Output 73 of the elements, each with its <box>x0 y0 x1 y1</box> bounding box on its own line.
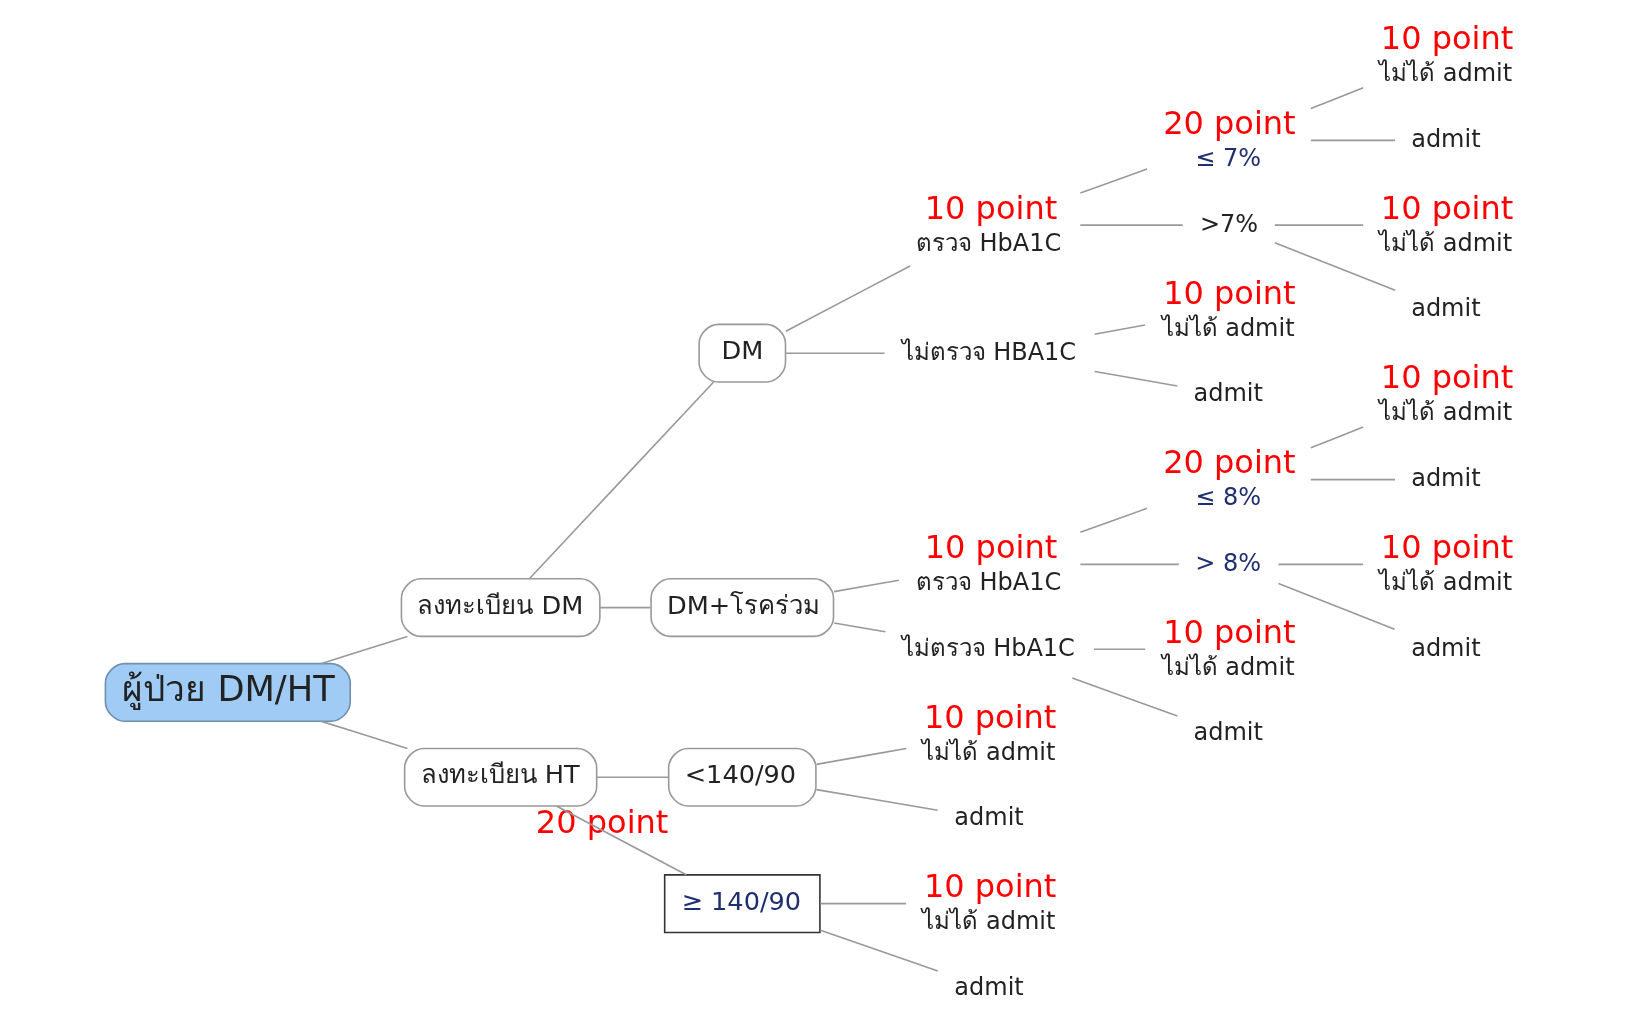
connector <box>1093 370 1178 387</box>
node-text: admit <box>1410 294 1481 323</box>
node-text: admit <box>1193 379 1263 408</box>
connector <box>598 606 651 609</box>
connector <box>1070 677 1178 717</box>
node-text: admit <box>1410 464 1481 492</box>
node-label: 10 point <box>924 528 1057 567</box>
connector <box>1093 324 1146 336</box>
connector <box>832 579 900 593</box>
connector <box>320 635 408 665</box>
node-label: 10 point <box>923 697 1056 736</box>
node-box: DM+โรคร่วม <box>649 578 834 638</box>
node-text: ไม่ได้ admit <box>1378 568 1512 597</box>
connector <box>1277 582 1395 631</box>
node-label: 10 point <box>1380 188 1513 227</box>
node-text: admit <box>1193 718 1263 747</box>
connector <box>784 265 911 332</box>
node-text: admit <box>1410 633 1481 662</box>
connector <box>555 805 687 876</box>
connector <box>815 747 907 766</box>
node-text: ไม่ได้ admit <box>921 907 1055 936</box>
node-text: ไม่ได้ admit <box>1378 228 1512 257</box>
node-box: ผู้ป่วย DM/HT <box>104 662 351 723</box>
node-text: ตรวจ HbA1C <box>915 568 1061 597</box>
node-box: ลงทะเบียน HT <box>403 747 597 807</box>
connector <box>819 902 907 905</box>
connector <box>595 776 669 779</box>
node-text: ไม่ได้ admit <box>1378 398 1512 427</box>
node-label: 20 point <box>1162 443 1296 482</box>
connector <box>784 352 885 354</box>
node-text: > 8% <box>1194 548 1261 577</box>
node-text: ≤ 7% <box>1194 143 1261 172</box>
node-text: ≤ 8% <box>1194 483 1261 512</box>
connector <box>1079 168 1148 194</box>
node-text: admit <box>953 803 1024 832</box>
connector <box>1309 478 1396 481</box>
connector <box>528 381 714 580</box>
node-text: ไม่ได้ admit <box>921 737 1055 766</box>
connector <box>1273 241 1396 292</box>
connector <box>832 622 886 633</box>
node-box: DM <box>697 323 786 383</box>
node-label: 10 point <box>923 867 1056 906</box>
node-label: 10 point <box>1162 273 1296 312</box>
node-text: admit <box>953 972 1024 1001</box>
connector <box>320 720 408 750</box>
connector <box>1273 224 1364 226</box>
node-text: ไม่ตรวจ HbA1C <box>901 633 1075 662</box>
connector <box>1277 563 1364 566</box>
connector <box>1079 507 1148 534</box>
connector <box>1079 224 1184 226</box>
node-text: ไม่ได้ admit <box>1161 652 1295 681</box>
connector <box>1079 563 1180 566</box>
connector <box>819 929 939 972</box>
node-label: 10 point <box>1380 19 1513 58</box>
connector <box>1309 139 1396 142</box>
node-label: 10 point <box>924 188 1057 227</box>
node-box: ลงทะเบียน DM <box>400 578 601 638</box>
node-box: <140/90 <box>667 747 817 807</box>
connector <box>1309 426 1364 449</box>
node-box: ≥ 140/90 <box>663 874 821 934</box>
node-text: ตรวจ HbA1C <box>915 228 1061 257</box>
connector <box>1092 648 1146 650</box>
node-text: admit <box>1410 124 1481 153</box>
node-label: 20 point <box>1162 103 1296 142</box>
node-text: ไม่ได้ admit <box>1161 313 1295 342</box>
node-text: ไม่ได้ admit <box>1378 59 1512 88</box>
node-label: 10 point <box>1380 358 1513 397</box>
connector <box>1309 87 1364 110</box>
node-text: ไม่ตรวจ HBA1C <box>901 337 1076 366</box>
node-label: 10 point <box>1380 528 1513 567</box>
connector <box>815 788 938 812</box>
node-text: >7% <box>1199 209 1258 238</box>
node-label: 10 point <box>1162 612 1296 651</box>
